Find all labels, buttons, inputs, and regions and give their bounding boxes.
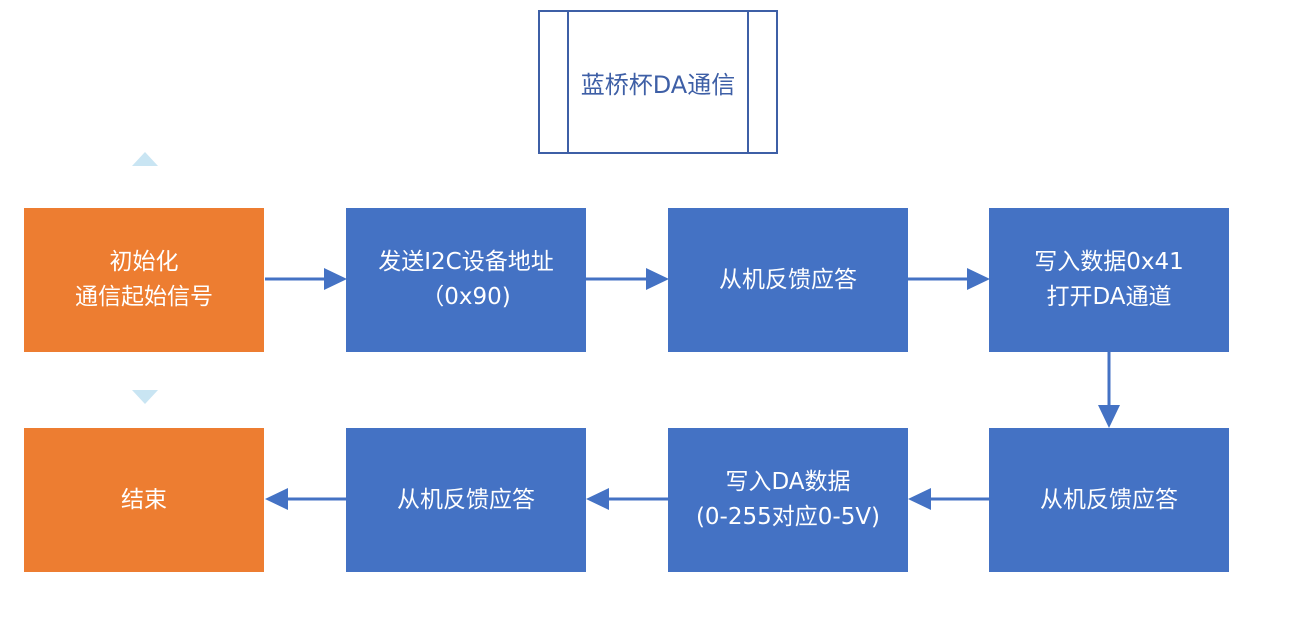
arrowhead-ack3-to-end xyxy=(265,488,288,510)
node-slave-ack-1: 从机反馈应答 xyxy=(668,208,908,352)
arrowhead-send-addr-to-ack1 xyxy=(646,268,669,290)
arrowhead-write-da-to-ack3 xyxy=(586,488,609,510)
title-box-right-bar xyxy=(747,12,749,152)
diagram-title: 蓝桥杯DA通信 xyxy=(580,70,736,99)
title-box: 蓝桥杯DA通信 xyxy=(538,10,778,154)
node-end: 结束 xyxy=(24,428,264,572)
scroll-up-triangle-icon xyxy=(132,152,158,166)
node-send-device-address: 发送I2C设备地址 （0x90) xyxy=(346,208,586,352)
title-box-left-bar xyxy=(567,12,569,152)
node-write-control-byte: 写入数据0x41 打开DA通道 xyxy=(989,208,1229,352)
scroll-down-triangle-icon xyxy=(132,390,158,404)
arrowhead-ack2-to-write-da xyxy=(908,488,931,510)
node-write-da-data: 写入DA数据 (0-255对应0-5V) xyxy=(668,428,908,572)
node-slave-ack-2: 从机反馈应答 xyxy=(989,428,1229,572)
arrowhead-ack1-to-write-ctrl xyxy=(967,268,990,290)
arrowhead-write-ctrl-to-ack2 xyxy=(1098,405,1120,428)
node-init-start-signal: 初始化 通信起始信号 xyxy=(24,208,264,352)
arrowhead-init-to-send-addr xyxy=(324,268,347,290)
node-slave-ack-3: 从机反馈应答 xyxy=(346,428,586,572)
